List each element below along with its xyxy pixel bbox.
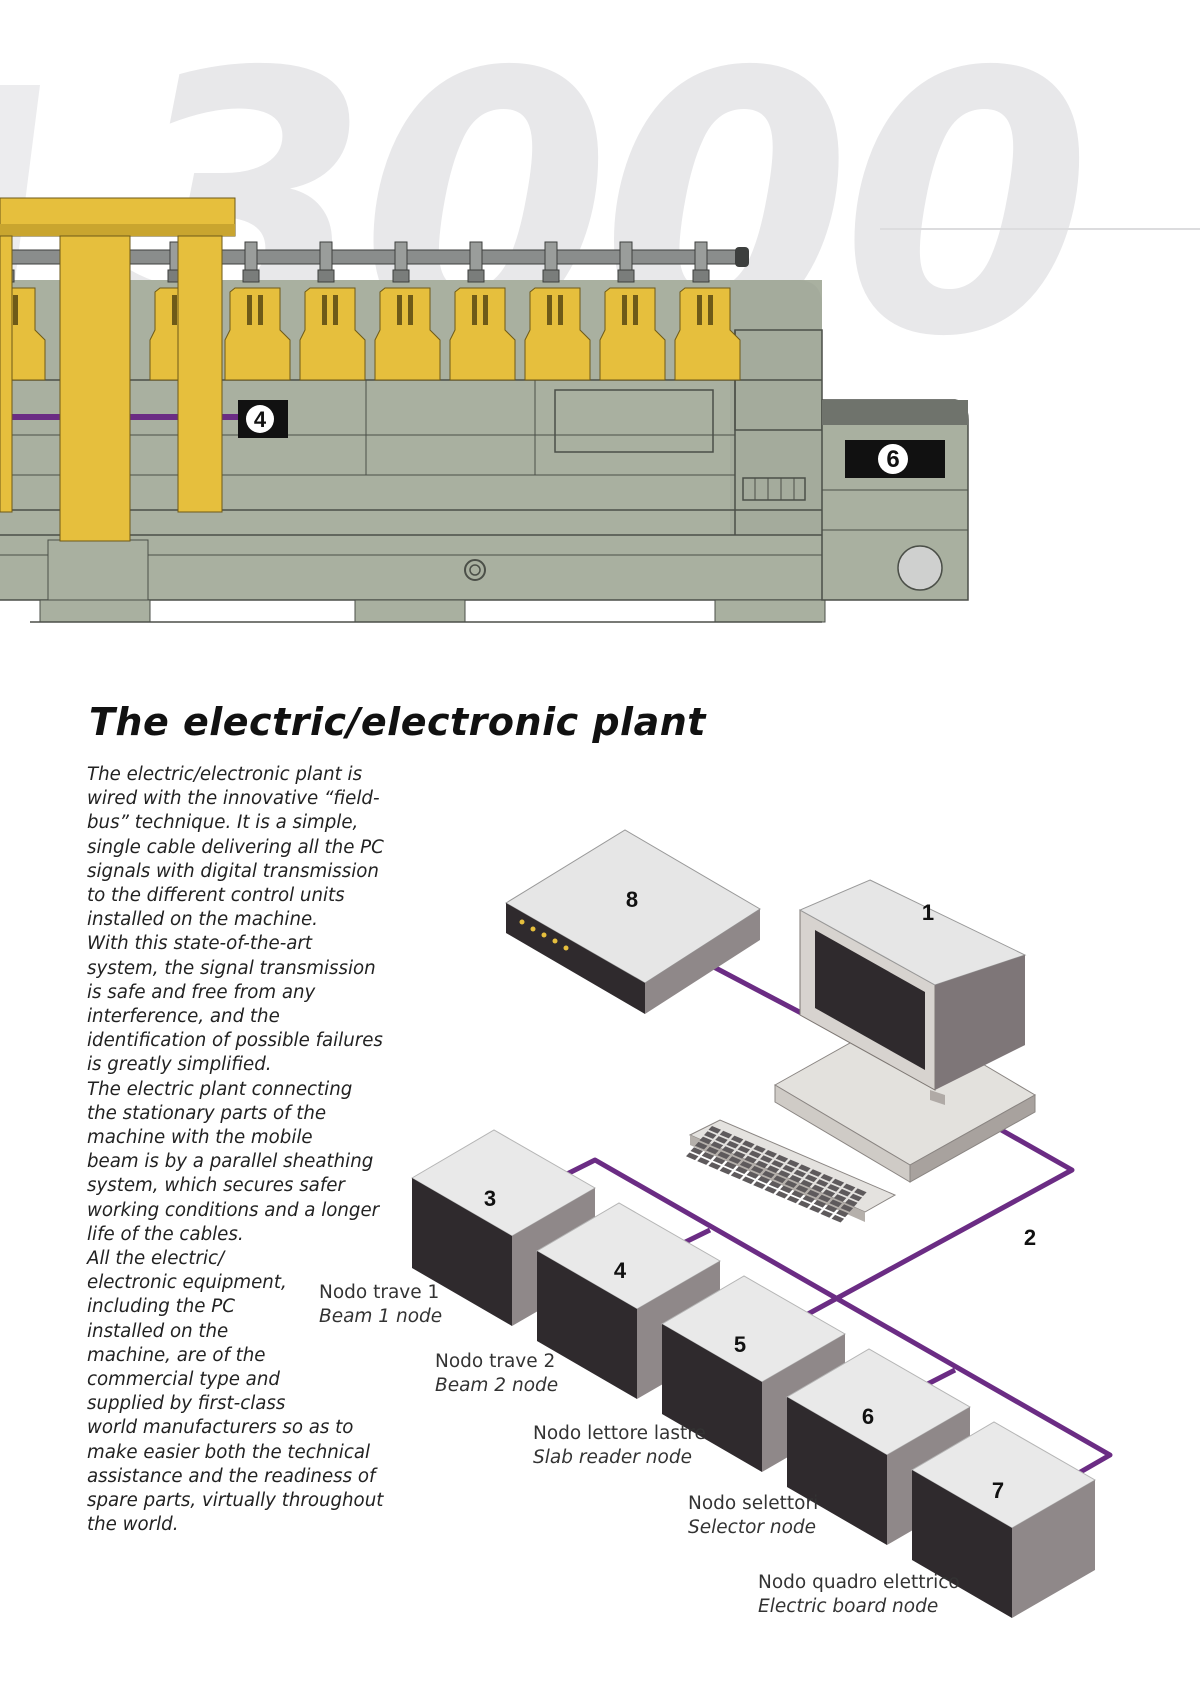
polishing-head [374, 241, 441, 381]
body-line: bus” technique. It is a simple, [87, 812, 359, 834]
label-number-2: 2 [1024, 1225, 1036, 1250]
body-line: the stationary parts of the [87, 1102, 327, 1124]
polishing-head [299, 241, 366, 381]
body-line: The electric plant connecting [87, 1078, 353, 1100]
body-line: life of the cables. [87, 1223, 244, 1245]
body-line: supplied by first-class [87, 1393, 286, 1415]
gantry-frame [0, 197, 236, 542]
body-line: the world. [87, 1514, 179, 1536]
polishing-head [674, 241, 741, 381]
body-line: machine, are of the [87, 1344, 266, 1366]
body-line: beam is by a parallel sheathing [87, 1151, 374, 1173]
pc-workstation [686, 879, 1037, 1223]
body-line: machine with the mobile [87, 1127, 313, 1149]
body-line: is greatly simplified. [87, 1054, 272, 1076]
polishing-head [599, 241, 666, 381]
body-line: world manufacturers so as to [87, 1417, 354, 1439]
badge-6: 6 [886, 446, 899, 473]
body-line: wired with the innovative “field- [87, 788, 380, 810]
body-line: The electric/electronic plant is [87, 764, 363, 785]
body-line: spare parts, virtually throughout [87, 1490, 384, 1512]
label-number-7: 7 [992, 1478, 1004, 1503]
body-line: installed on the [87, 1320, 229, 1342]
body-line: including the PC [87, 1296, 235, 1318]
node-box [911, 1421, 1097, 1618]
node-label-selector: Nodo selettori Selector node [688, 1493, 819, 1538]
body-line: system, the signal transmission [87, 957, 376, 979]
machine-illustration: 3000 [0, 0, 1200, 623]
body-line: system, which secures safer [87, 1175, 345, 1197]
keyboard-keys [686, 1126, 867, 1223]
bus-cables [553, 962, 1113, 1481]
body-line: working conditions and a longer [87, 1199, 380, 1221]
body-line: is safe and free from any [87, 981, 316, 1003]
label-number-6: 6 [862, 1404, 874, 1429]
label-number-5: 5 [734, 1332, 746, 1357]
section-body: The electric/electronic plant is wired wi… [87, 763, 387, 1538]
body-line: With this state-of-the-art [87, 933, 313, 955]
badge-4: 4 [254, 407, 267, 432]
body-line: to the different control units [87, 885, 345, 907]
body-line: single cable delivering all the PC [87, 836, 384, 858]
polishing-head [449, 241, 516, 381]
body-line: installed on the machine. [87, 909, 318, 931]
label-number-3: 3 [484, 1186, 496, 1211]
body-line: make easier both the technical [87, 1441, 371, 1463]
label-number-4: 4 [614, 1258, 627, 1283]
badge-6-circle [878, 444, 908, 474]
badge-4-circle [246, 405, 274, 433]
body-line: electronic equipment, [87, 1272, 287, 1294]
control-cabinet [821, 399, 969, 601]
label-number-1: 1 [922, 900, 934, 925]
body-line: commercial type and [87, 1369, 280, 1391]
body-line: All the electric/ [87, 1248, 225, 1270]
body-line: identification of possible failures [87, 1030, 383, 1052]
body-line: interference, and the [87, 1006, 280, 1028]
fieldbus-diagram: 8 1 2 3 4 5 6 7 [411, 829, 1113, 1618]
router-unit [505, 829, 761, 1014]
polishing-heads [0, 241, 741, 381]
node-label-beam1: Nodo trave 1 Beam 1 node [319, 1282, 443, 1327]
fieldbus-nodes [411, 1129, 1097, 1618]
node-label-electric-board: Nodo quadro elettrico Electric board nod… [758, 1572, 960, 1617]
node-label-slab-reader: Nodo lettore lastre Slab reader node [533, 1423, 706, 1468]
polishing-head [224, 241, 291, 381]
label-number-8: 8 [626, 887, 638, 912]
section-title: The electric/electronic plant [89, 700, 706, 744]
body-line: signals with digital transmission [87, 860, 379, 882]
polishing-head [524, 241, 591, 381]
body-line: assistance and the readiness of [87, 1465, 376, 1487]
node-label-beam2: Nodo trave 2 Beam 2 node [435, 1351, 559, 1396]
